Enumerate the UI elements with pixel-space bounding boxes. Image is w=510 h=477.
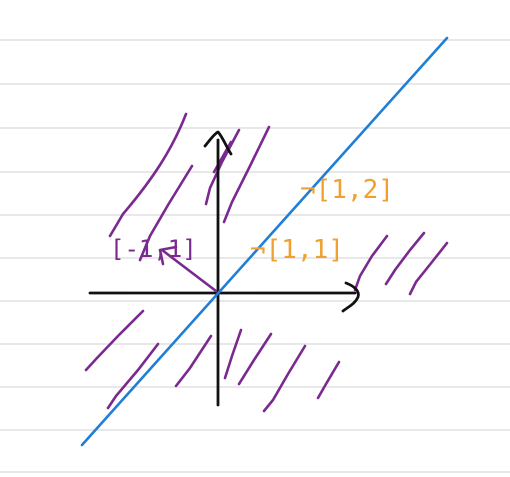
hatch-stroke — [262, 344, 307, 413]
vector-shaft — [160, 248, 218, 293]
hatch-lower-left — [84, 309, 213, 410]
hatch-stroke — [237, 332, 273, 386]
blue-line — [80, 36, 449, 447]
vector-arrowhead — [158, 245, 178, 266]
vector-label: [-1,1] — [110, 235, 197, 263]
lower-vector-label: ¬[1,1] — [250, 235, 344, 265]
x-axis-arrowhead — [341, 281, 360, 313]
upper-vector-label: ¬[1,2] — [300, 175, 394, 205]
hatch-stroke — [174, 334, 213, 388]
normal-vector — [158, 245, 218, 293]
ruled-lines — [0, 39, 510, 473]
hatch-stroke — [106, 342, 160, 410]
axes — [88, 130, 360, 407]
hatch-stroke — [223, 328, 243, 380]
hatch-upper-left — [108, 112, 271, 262]
hatch-stroke — [316, 360, 341, 400]
hatch-stroke — [353, 234, 389, 292]
y-axis-arrowhead — [203, 130, 233, 156]
hatch-stroke — [138, 164, 194, 262]
hatch-stroke — [204, 128, 241, 206]
hatch-stroke — [108, 112, 188, 238]
hatch-stroke — [84, 309, 145, 372]
hatch-lower-right — [223, 231, 449, 413]
hatch-stroke — [384, 231, 426, 286]
hatch-stroke — [212, 140, 233, 174]
hatch-stroke — [222, 125, 271, 224]
hatch-stroke — [408, 241, 449, 296]
